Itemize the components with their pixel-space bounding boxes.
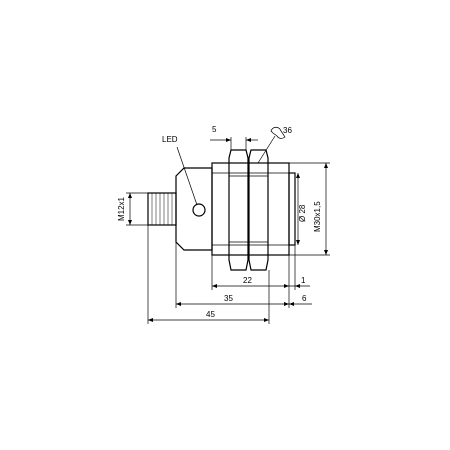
dim-1-label: 1 bbox=[301, 276, 306, 285]
threaded-sleeve bbox=[211, 162, 290, 256]
dim-45-label: 45 bbox=[206, 310, 215, 319]
sensing-face bbox=[288, 172, 296, 246]
dim-35-label: 35 bbox=[224, 294, 233, 303]
dim-m30: M30x1,5 bbox=[289, 162, 330, 256]
wrench-callout: 36 bbox=[257, 126, 292, 164]
led-indicator bbox=[192, 203, 206, 217]
led-label: LED bbox=[162, 135, 178, 144]
m12-connector bbox=[147, 192, 177, 226]
dim-m12: M12x1 bbox=[117, 192, 148, 226]
led-callout: LED bbox=[162, 135, 198, 206]
dim-6-label: 6 bbox=[302, 294, 307, 303]
dim-5-label: 5 bbox=[212, 125, 217, 134]
lock-nut-2 bbox=[248, 149, 269, 271]
dim-m30-label: M30x1,5 bbox=[313, 201, 322, 232]
dim-35: 35 bbox=[176, 294, 289, 306]
dim-45: 45 bbox=[148, 310, 269, 322]
dim-5: 5 bbox=[210, 125, 258, 150]
dim-m12-label: M12x1 bbox=[117, 196, 126, 221]
rear-housing bbox=[175, 167, 213, 251]
dim-6: 6 bbox=[289, 294, 312, 306]
dim-22-label: 22 bbox=[243, 276, 252, 285]
dim-22: 22 bbox=[212, 276, 289, 288]
dim-dia-28-label: Ø 28 bbox=[298, 204, 307, 222]
extension-lines bbox=[147, 225, 296, 324]
wrench-size-label: 36 bbox=[283, 126, 292, 135]
lock-nut-1 bbox=[228, 149, 249, 271]
dim-1: 1 bbox=[289, 276, 310, 288]
wrench-icon bbox=[270, 126, 286, 139]
dim-dia-28: Ø 28 bbox=[296, 173, 307, 245]
